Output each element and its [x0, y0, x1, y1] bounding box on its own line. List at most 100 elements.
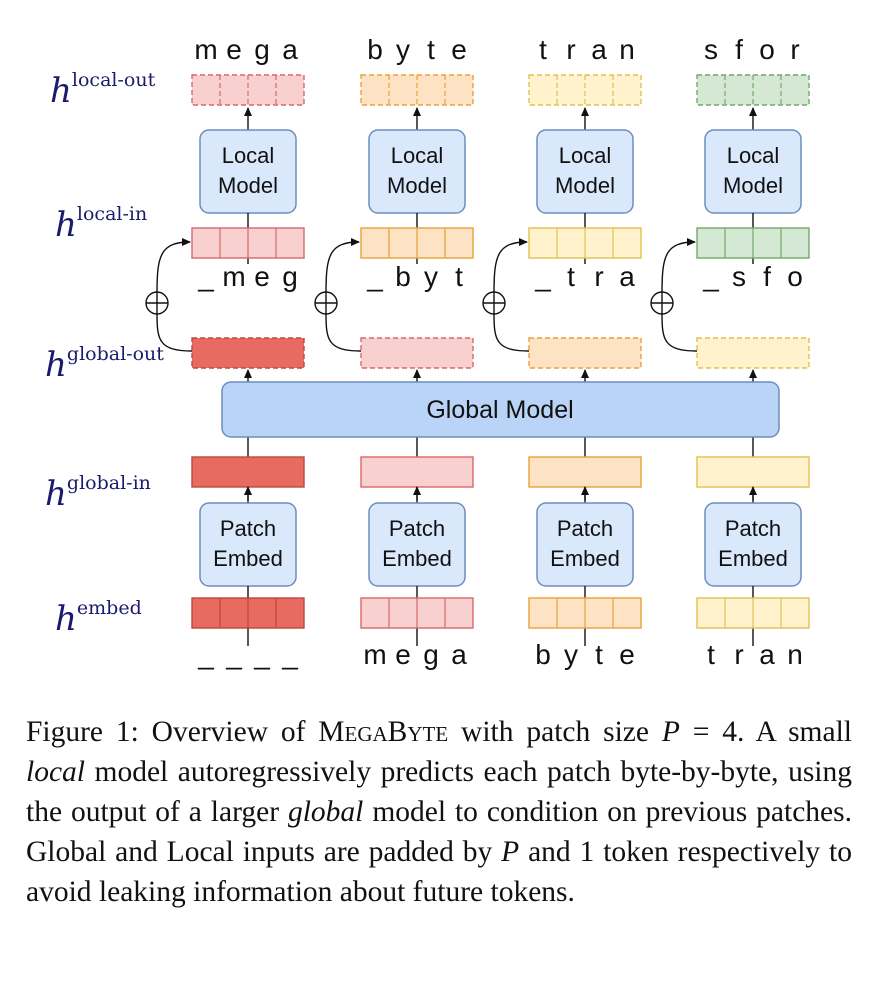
curve-plus-to-local-in: [493, 238, 528, 293]
embed-input-char: b: [535, 639, 551, 670]
embed-row: [696, 597, 810, 629]
embed-input-char: g: [423, 639, 439, 670]
embed-input-char: n: [787, 639, 803, 670]
patch-embed-label: Embed: [382, 546, 452, 571]
global-in-row: [191, 456, 305, 488]
local-input-char: b: [395, 261, 411, 292]
global-out-row-box: [191, 337, 305, 369]
label-local-in: hlocal-in: [55, 203, 147, 245]
local-input-char: y: [424, 261, 438, 292]
embed-input-char: a: [759, 639, 775, 670]
local-input-char: f: [763, 261, 771, 292]
output-char: m: [194, 34, 217, 65]
embed-input-char: m: [363, 639, 386, 670]
local-input-char: _: [702, 261, 719, 292]
global-out-row: [696, 337, 810, 369]
patch-embed-label: Patch: [220, 516, 276, 541]
output-char: r: [790, 34, 799, 65]
global-in-row-box: [191, 456, 305, 488]
embed-input-char: y: [564, 639, 578, 670]
label-global-out: hglobal-out: [45, 343, 164, 385]
local-model-label: Model: [723, 173, 783, 198]
patch-embed-label: Embed: [213, 546, 283, 571]
patch-embed-label: Embed: [718, 546, 788, 571]
local-input-char: _: [197, 261, 214, 292]
embed-row: [360, 597, 474, 629]
local-input-char: s: [732, 261, 746, 292]
global-in-row: [696, 456, 810, 488]
local-out-row: [528, 74, 642, 106]
global-in-row-box: [360, 456, 474, 488]
local-model-label: Model: [218, 173, 278, 198]
label-local-out: hlocal-out: [50, 69, 156, 111]
local-model-label: Model: [555, 173, 615, 198]
embed-row: [191, 597, 305, 629]
curve-plus-to-local-in: [156, 238, 191, 293]
output-char: s: [704, 34, 718, 65]
output-char: r: [566, 34, 575, 65]
local-input-char: e: [254, 261, 270, 292]
global-model-box: [221, 381, 780, 438]
global-model: Global Model: [221, 381, 780, 438]
local-out-row: [191, 74, 305, 106]
local-model-label: Local: [727, 143, 780, 168]
curve-plus-to-local-in: [325, 238, 360, 293]
curve-global-out-to-plus: [493, 313, 530, 352]
output-char: n: [619, 34, 635, 65]
local-out-row: [696, 74, 810, 106]
global-in-row: [360, 456, 474, 488]
curve-global-out-to-plus: [156, 313, 193, 352]
output-char: e: [451, 34, 467, 65]
local-input-char: t: [567, 261, 575, 292]
local-input-char: _: [534, 261, 551, 292]
local-in-row: [191, 227, 305, 259]
global-in-row: [528, 456, 642, 488]
embed-input-char: _: [281, 639, 298, 670]
global-in-row-box: [696, 456, 810, 488]
figure-caption: Figure 1: Overview of MegaByte with patc…: [26, 716, 852, 908]
local-input-char: g: [282, 261, 298, 292]
global-out-row: [528, 337, 642, 369]
local-model-label: Local: [222, 143, 275, 168]
output-char: g: [254, 34, 270, 65]
embed-input-char: t: [595, 639, 603, 670]
local-input-char: a: [619, 261, 635, 292]
local-in-row: [360, 227, 474, 259]
label-global-in: hglobal-in: [45, 472, 151, 514]
embed-row: [528, 597, 642, 629]
curve-global-out-to-plus: [661, 313, 698, 352]
local-model-label: Local: [391, 143, 444, 168]
output-char: a: [282, 34, 298, 65]
local-input-char: m: [222, 261, 245, 292]
patch-embed-label: Patch: [725, 516, 781, 541]
local-input-char: t: [455, 261, 463, 292]
local-input-char: _: [366, 261, 383, 292]
output-char: t: [427, 34, 435, 65]
global-out-row-box: [696, 337, 810, 369]
embed-input-char: _: [225, 639, 242, 670]
local-out-row: [360, 74, 474, 106]
local-input-char: r: [594, 261, 603, 292]
output-char: y: [396, 34, 410, 65]
embed-input-char: e: [395, 639, 411, 670]
local-input-char: o: [787, 261, 803, 292]
embed-input-char: e: [619, 639, 635, 670]
output-char: f: [735, 34, 743, 65]
output-char: t: [539, 34, 547, 65]
megabyte-diagram: hlocal-out hlocal-in hglobal-out hglobal…: [45, 34, 810, 670]
output-char: a: [591, 34, 607, 65]
embed-input-char: _: [197, 639, 214, 670]
output-char: b: [367, 34, 383, 65]
curve-plus-to-local-in: [661, 238, 696, 293]
global-out-row: [360, 337, 474, 369]
local-model-label: Model: [387, 173, 447, 198]
patch-embed-label: Patch: [557, 516, 613, 541]
